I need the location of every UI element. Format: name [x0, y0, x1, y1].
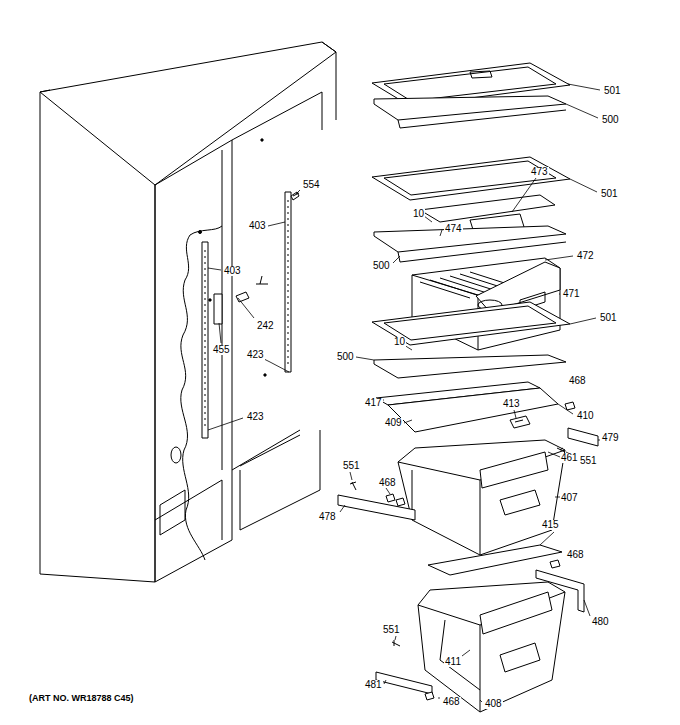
- callout-number: 468: [442, 697, 461, 707]
- slide-rail: [338, 428, 598, 694]
- callout-number: 403: [223, 266, 242, 276]
- callout-number: 455: [212, 345, 231, 355]
- callout-number: 554: [302, 180, 321, 190]
- callout-number: 407: [560, 493, 579, 503]
- callout-number: 468: [568, 376, 587, 386]
- callout-number: 242: [256, 321, 275, 331]
- cabinet: [40, 42, 336, 582]
- clip: [386, 402, 575, 700]
- shelf-rail: [202, 192, 299, 438]
- glass-shelf: [428, 545, 562, 575]
- callout-number: 474: [444, 224, 463, 234]
- callout-number: 471: [562, 289, 581, 299]
- callout-number: 500: [372, 261, 391, 271]
- glass-cover: [376, 382, 558, 432]
- callout-number: 501: [600, 189, 619, 199]
- callout-number: 415: [541, 520, 560, 530]
- callout-number: 413: [502, 399, 521, 409]
- shelf: [372, 302, 570, 378]
- art-number: (ART NO. WR18788 C45): [28, 694, 135, 703]
- callout-number: 501: [599, 313, 618, 323]
- drawer: [418, 582, 565, 712]
- callout-number: 417: [364, 398, 383, 408]
- drawer: [398, 440, 565, 555]
- leader-line: [208, 84, 600, 702]
- callout-number: 468: [566, 550, 585, 560]
- screw: [293, 193, 565, 646]
- callout-number: 461: [560, 453, 579, 463]
- callout-number: 403: [248, 221, 267, 231]
- shelf: [372, 63, 570, 128]
- callout-number: 409: [384, 418, 403, 428]
- callout-number: 411: [444, 657, 462, 667]
- callout-number: 10: [393, 337, 406, 347]
- callout-number: 473: [530, 167, 549, 177]
- callout-number: 481: [364, 680, 383, 690]
- callout-number: 468: [378, 478, 397, 488]
- callout-number: 551: [382, 625, 401, 635]
- callout-number: 500: [601, 115, 620, 125]
- callout-number: 478: [318, 512, 337, 522]
- callout-number: 500: [336, 352, 355, 362]
- callout-number: 551: [342, 461, 361, 471]
- callout-number: 479: [601, 433, 620, 443]
- callout-number: 423: [246, 350, 265, 360]
- callout-number: 551: [579, 456, 598, 466]
- callout-number: 10: [412, 209, 425, 219]
- callout-number: 410: [576, 411, 595, 421]
- shelf: [372, 157, 570, 262]
- callout-number: 423: [246, 412, 265, 422]
- callout-number: 501: [603, 86, 622, 96]
- callout-number: 480: [591, 617, 610, 627]
- callout-number: 472: [576, 251, 595, 261]
- callout-number: 408: [484, 699, 503, 709]
